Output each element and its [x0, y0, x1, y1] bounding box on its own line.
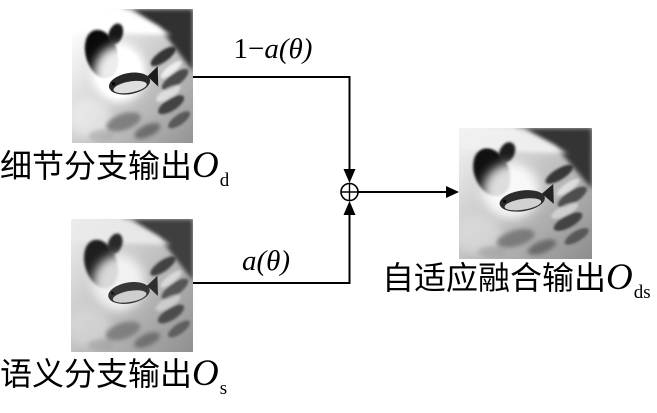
caption-text: 语义分支输出: [0, 356, 193, 392]
caption-variable: O: [606, 257, 633, 298]
caption-text: 细节分支输出: [0, 148, 193, 184]
caption-subscript: s: [219, 378, 228, 399]
semantic-branch-image: [71, 219, 193, 352]
arrow-up-icon: [343, 201, 356, 215]
detail-weight-label: 1−a(θ): [203, 34, 343, 64]
weight-term: a(θ): [264, 33, 313, 65]
caption-subscript: d: [219, 170, 230, 191]
arrow-right-icon: [446, 186, 459, 198]
caption-variable: O: [192, 353, 219, 394]
detail-branch-image: [72, 9, 193, 143]
semantic-weight-label: a(θ): [196, 246, 336, 276]
weight-prefix: 1−: [233, 33, 265, 65]
caption-variable: O: [192, 145, 219, 186]
weight-term: a(θ): [241, 245, 291, 277]
sum-operator-icon: [340, 182, 359, 202]
detail-branch-caption: 细节分支输出Od: [0, 147, 230, 198]
arrow-down-icon: [343, 169, 356, 183]
caption-text: 自适应融合输出: [382, 260, 607, 296]
semantic-branch-caption: 语义分支输出Os: [0, 355, 228, 406]
fused-output-image: [459, 128, 592, 259]
caption-subscript: ds: [633, 282, 651, 303]
fused-output-caption: 自适应融合输出Ods: [382, 259, 651, 310]
